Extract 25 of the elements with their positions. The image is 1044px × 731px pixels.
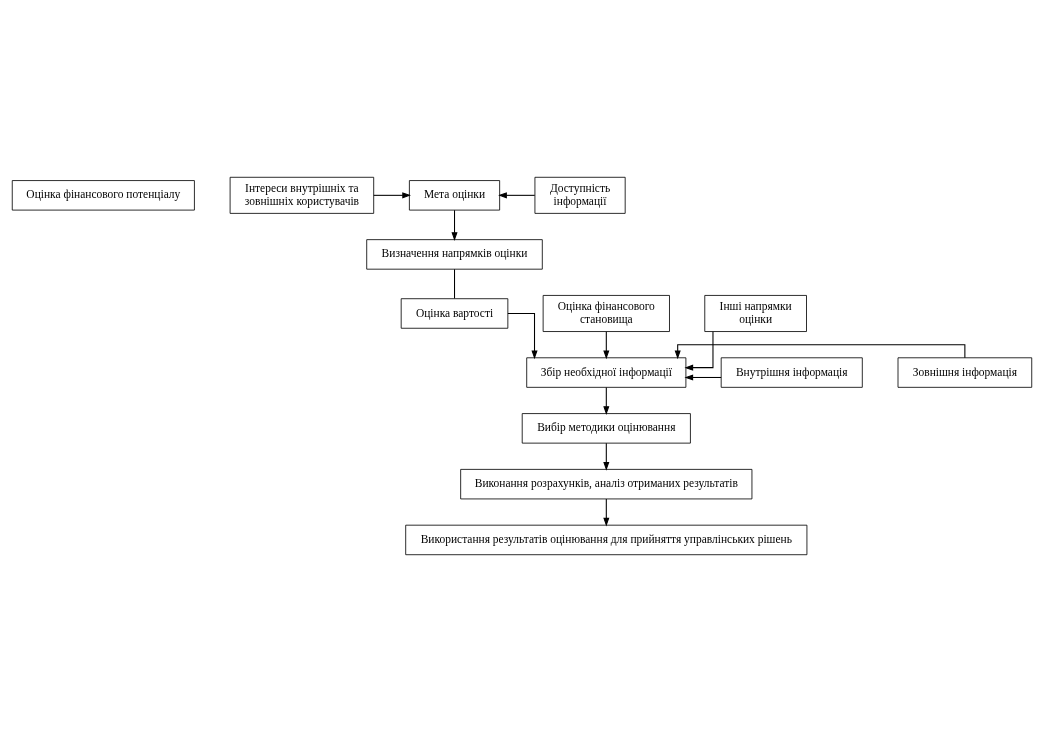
arrow: [373, 191, 411, 198]
arrow: [507, 312, 538, 359]
node-box: Оцінка фінансового потенціалу: [11, 179, 195, 210]
arrow: [684, 373, 722, 381]
node-box: Вибір методики оцінювання: [521, 412, 691, 444]
arrow: [684, 330, 714, 371]
arrow: [603, 386, 610, 415]
node-box: Мета оцінки: [408, 179, 501, 210]
node-box: Визначення напрямків оцінки: [366, 238, 543, 270]
node-box: Оцінка вартості: [400, 297, 509, 329]
arrow: [603, 498, 610, 527]
connector: [453, 268, 456, 299]
node-box: Оцінка фінансового становища: [542, 294, 670, 332]
arrow: [451, 209, 458, 241]
node-box: Використання результатів оцінювання для прийняття управлінських рішень: [405, 524, 808, 555]
node-box: Інтереси внутрішніх та зовнішніх користувачів: [229, 176, 375, 214]
node-box: Внутрішня інформація: [720, 356, 863, 388]
node-box: Зовнішня інформація: [897, 356, 1033, 388]
arrow: [603, 442, 610, 471]
node-box: Доступність інформації: [534, 176, 626, 214]
node-box: Збір необхідної інформації: [526, 356, 687, 388]
arrow: [498, 191, 536, 198]
node-box: Виконання розрахунків, аналіз отриманих результатів: [460, 468, 753, 499]
node-box: Інші напрямки оцінки: [704, 294, 807, 332]
arrow: [603, 330, 610, 359]
